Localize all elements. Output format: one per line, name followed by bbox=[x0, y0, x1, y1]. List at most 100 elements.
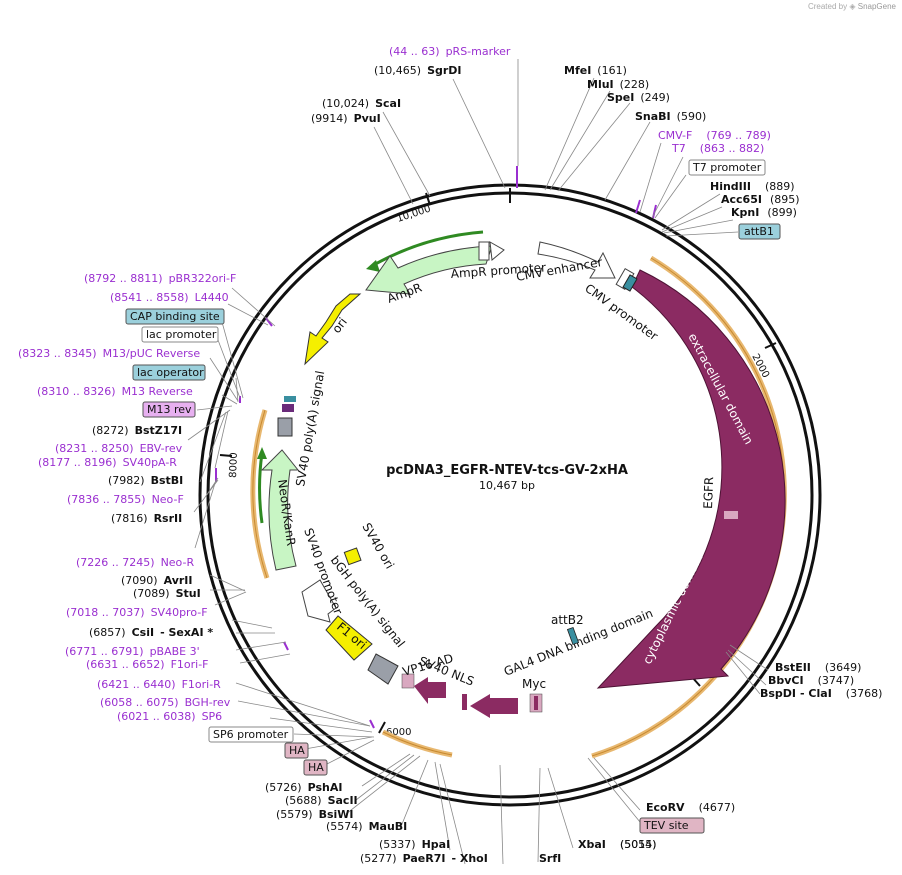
feature-box-m13-rev-text: M13 rev bbox=[147, 403, 192, 416]
plasmid-length: 10,467 bp bbox=[479, 479, 535, 492]
attb2-feature bbox=[566, 626, 580, 646]
feature-box-m13-rev: M13 rev bbox=[142, 401, 196, 418]
tick-label-8000: 8000 bbox=[228, 452, 240, 478]
site-label-acc65i: Acc65I(895) bbox=[721, 193, 800, 206]
site-label-maubi: (5574)MauBI bbox=[326, 820, 407, 833]
primer-label-sv40pro-f: (7018 .. 7037)SV40pro-F bbox=[66, 606, 208, 619]
primer-label-m13-reverse: (8310 .. 8326)M13 Reverse bbox=[37, 385, 193, 398]
site-label-mfei: MfeI(161) bbox=[564, 64, 627, 77]
primer-label-neo-f: (7836 .. 7855)Neo-F bbox=[67, 493, 184, 506]
site-label-bsiwi: (5579)BsiWI bbox=[276, 808, 354, 821]
feature-box-ha-1-text: HA bbox=[289, 744, 305, 757]
tev-site-coord: (5015) bbox=[620, 838, 657, 851]
egfr-feature-arrow bbox=[596, 269, 786, 689]
primer-label-pbr322ori-f: (8792 .. 8811)pBR322ori-F bbox=[84, 272, 236, 285]
site-label-bbvci: BbvCI(3747) bbox=[768, 674, 854, 687]
feature-box-lac-promoter: lac promoter bbox=[141, 326, 219, 343]
orf-arrow-heads bbox=[257, 260, 758, 459]
ampr-feature bbox=[365, 241, 505, 295]
neor-feature bbox=[260, 449, 300, 571]
primer-label-sp6: (6021 .. 6038)SP6 bbox=[117, 710, 222, 723]
site-label-csii: (6857)CsiI- SexAI * bbox=[89, 626, 213, 639]
site-label-rsrii: (7816)RsrII bbox=[111, 512, 182, 525]
leader-lines bbox=[187, 59, 769, 865]
site-label-srfi: SrfI bbox=[539, 852, 561, 865]
primer-label-pbabe3: (6771 .. 6791)pBABE 3' bbox=[65, 645, 200, 658]
feature-box-sp6-promoter: SP6 promoter bbox=[208, 726, 294, 743]
feature-box-sp6-promoter-text: SP6 promoter bbox=[213, 728, 289, 741]
gal4-feature bbox=[462, 693, 543, 718]
sv40-ori-label: SV40 ori bbox=[359, 521, 396, 572]
primer-label-cmv-f: CMV-F(769 .. 789) bbox=[658, 129, 771, 142]
site-label-pvui: (9914)PvuI bbox=[311, 112, 381, 125]
primer-label-neo-r: (7226 .. 7245)Neo-R bbox=[76, 556, 194, 569]
site-label-bstbi: (7982)BstBI bbox=[108, 474, 183, 487]
site-label-sacii: (5688)SacII bbox=[285, 794, 358, 807]
scale-ticks bbox=[219, 188, 777, 734]
feature-box-attb1-text: attB1 bbox=[744, 225, 774, 238]
primer-label-m13-puc-reverse: (8323 .. 8345)M13/pUC Reverse bbox=[18, 347, 200, 360]
site-label-hpai: (5337)HpaI bbox=[379, 838, 450, 851]
site-label-bsteii: BstEII(3649) bbox=[775, 661, 861, 674]
site-label-paer7i: (5277)PaeR7I- XhoI bbox=[360, 852, 488, 865]
feature-box-cap-binding-site-text: CAP binding site bbox=[130, 310, 220, 323]
site-label-bspdi: BspDI- ClaI(3768) bbox=[760, 687, 882, 700]
bgh-terminator-block bbox=[367, 653, 399, 685]
site-label-hindiii: HindIII(889) bbox=[710, 180, 795, 193]
site-label-snabi: SnaBI(590) bbox=[635, 110, 706, 123]
ori-feature bbox=[304, 293, 362, 366]
attb2-label: attB2 bbox=[551, 613, 584, 627]
feature-box-lac-operator-text: lac operator bbox=[137, 366, 204, 379]
snapgene-credit: Created by ◈ SnapGene bbox=[808, 2, 896, 11]
feature-box-t7-promoter-text: T7 promoter bbox=[692, 161, 762, 174]
feature-box-tev-site-text: TEV site bbox=[643, 819, 689, 832]
feature-box-lac-operator: lac operator bbox=[132, 364, 206, 381]
feature-box-ha-2: HA bbox=[303, 759, 328, 776]
credit-brand: SnapGene bbox=[857, 2, 896, 11]
egfr-label: EGFR bbox=[701, 477, 716, 510]
feature-box-tev-site: TEV site (5015) bbox=[620, 817, 705, 851]
feature-box-ha-2-text: HA bbox=[308, 761, 324, 774]
sv40-ori-feature bbox=[343, 547, 362, 566]
feature-box-t7-promoter: T7 promoter bbox=[688, 159, 766, 176]
feature-box-cap-binding-site: CAP binding site bbox=[125, 308, 225, 325]
feature-box-lac-promoter-text: lac promoter bbox=[146, 328, 217, 341]
primer-label-prs-marker: (44 .. 63)pRS-marker bbox=[389, 45, 511, 58]
primer-label-t7: T7(863 .. 882) bbox=[671, 142, 764, 155]
vp16-feature bbox=[401, 673, 446, 704]
sv40-polya-feature bbox=[277, 396, 296, 437]
site-label-avrii: (7090)AvrII bbox=[121, 574, 192, 587]
plasmid-name: pcDNA3_EGFR-NTEV-tcs-GV-2xHA bbox=[386, 463, 628, 478]
cmv-features bbox=[537, 241, 638, 292]
site-label-ecorv: EcoRV(4677) bbox=[646, 801, 735, 814]
primer-label-f1ori-r: (6421 .. 6440)F1ori-R bbox=[97, 678, 221, 691]
cmv-enhancer-label: CMV enhancer bbox=[515, 255, 603, 284]
site-labels: (44 .. 63)pRS-marker (10,465)SgrDI MfeI(… bbox=[18, 45, 882, 865]
myc-label: Myc bbox=[522, 677, 546, 691]
feature-box-ha-1: HA bbox=[284, 742, 309, 759]
site-label-stui: (7089)StuI bbox=[133, 587, 201, 600]
site-label-xbai: XbaI(5054) bbox=[578, 838, 656, 851]
site-label-scai: (10,024)ScaI bbox=[322, 97, 401, 110]
snapgene-icon: ◈ bbox=[849, 2, 856, 11]
primer-label-l4440: (8541 .. 8558)L4440 bbox=[110, 291, 229, 304]
primer-markers bbox=[215, 166, 657, 729]
sv40-promoter-feature bbox=[301, 579, 337, 623]
primer-label-ebv-rev: (8231 .. 8250)EBV-rev bbox=[55, 442, 183, 455]
tick-label-6000: 6000 bbox=[386, 727, 411, 738]
credit-prefix: Created by bbox=[807, 2, 848, 11]
site-label-pshai: (5726)PshAI bbox=[265, 781, 342, 794]
site-label-mlui: MluI(228) bbox=[587, 78, 649, 91]
site-label-sgrdi: (10,465)SgrDI bbox=[374, 64, 462, 77]
primer-label-bgh-rev: (6058 .. 6075)BGH-rev bbox=[100, 696, 231, 709]
primer-label-f1ori-f: (6631 .. 6652)F1ori-F bbox=[86, 658, 209, 671]
site-label-kpni: KpnI(899) bbox=[731, 206, 797, 219]
site-label-spei: SpeI(249) bbox=[607, 91, 670, 104]
tick-label-10000: 10,000 bbox=[396, 204, 433, 225]
f1-ori-feature bbox=[325, 615, 373, 661]
site-label-bstz17i: (8272)BstZ17I bbox=[92, 424, 182, 437]
amp-promoter-label: AmpR promoter bbox=[450, 260, 546, 281]
feature-box-attb1: attB1 bbox=[738, 223, 781, 240]
primer-label-sv40pa-r: (8177 .. 8196)SV40pA-R bbox=[38, 456, 177, 469]
